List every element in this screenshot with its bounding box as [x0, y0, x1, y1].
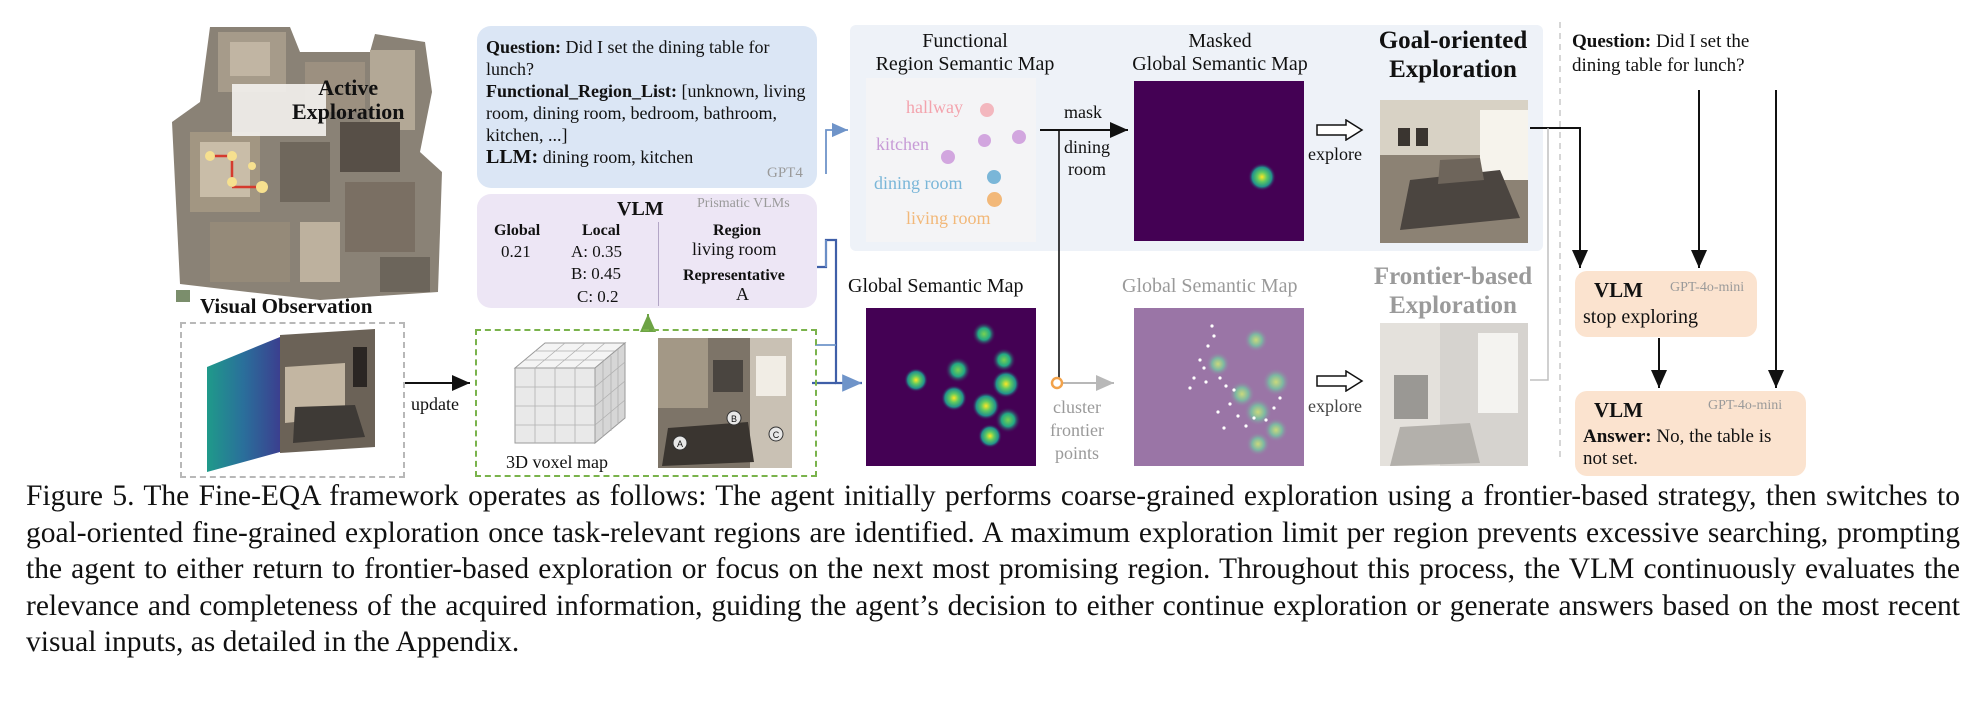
representative-value: A	[736, 284, 749, 304]
vlm-stop-title: VLM	[1594, 278, 1643, 302]
region-dot-dining	[987, 170, 1001, 184]
visual-observation-label: Visual Observation	[200, 294, 373, 318]
local-label: Local	[582, 222, 621, 239]
region-kitchen: kitchen	[876, 134, 929, 154]
rgb-observation-image: A B C	[658, 338, 792, 468]
vlm-answer-title: VLM	[1594, 398, 1643, 422]
region-living-room: living room	[906, 208, 991, 228]
dining-room-label: dining room	[1064, 137, 1111, 179]
question-label: Question:	[486, 37, 562, 57]
mask-label: mask	[1064, 102, 1102, 122]
global-map-title-faded: Global Semantic Map	[1122, 275, 1298, 297]
voxel-cube	[513, 341, 627, 445]
vlm-score-box	[477, 194, 817, 308]
llm-label: LLM:	[486, 146, 539, 168]
region-label: Region	[713, 222, 761, 239]
goal-oriented-view	[1380, 100, 1528, 243]
region-list-text: [unknown, living room, dining room, bedr…	[486, 81, 806, 145]
point-c-label: C	[773, 430, 780, 440]
region-hallway: hallway	[906, 97, 963, 117]
explore-arrow-bottom	[1316, 370, 1364, 392]
region-value: living room	[692, 239, 777, 259]
explore-label-top: explore	[1308, 144, 1362, 164]
update-label: update	[411, 394, 459, 414]
vlm-stop-box	[1575, 271, 1757, 337]
global-value: 0.21	[501, 242, 531, 261]
vlm-stop-text: stop exploring	[1583, 306, 1698, 328]
voxel-map-label: 3D voxel map	[506, 452, 608, 472]
right-question-label: Question:	[1572, 31, 1652, 52]
answer-text-block: Answer: No, the table is not set.	[1583, 426, 1798, 470]
depth-and-rgb-frames	[207, 329, 375, 472]
global-map-title: Global Semantic Map	[848, 275, 1024, 297]
llm-text: dining room, kitchen	[542, 147, 694, 167]
explore-arrow-top	[1316, 119, 1364, 141]
region-dining-room: dining room	[874, 173, 963, 193]
right-question-text: Did I set the dining table for lunch?	[1572, 31, 1750, 76]
region-dot-kitchen-3	[941, 150, 955, 164]
right-question: Question: Did I set the dining table for…	[1572, 30, 1802, 78]
prismatic-tag: Prismatic VLMs	[697, 196, 790, 211]
point-a-label: A	[677, 439, 683, 449]
region-dot-kitchen-2	[1012, 130, 1026, 144]
gpt4-tag: GPT4	[767, 165, 803, 181]
vlm-answer-box	[1575, 391, 1806, 476]
frontier-heatmap	[1134, 308, 1304, 466]
figure-caption: Figure 5. The Fine-EQA framework operate…	[26, 480, 1960, 658]
region-dot-living	[987, 192, 1002, 207]
local-value-c: C: 0.2	[577, 287, 619, 306]
representative-label: Representative	[683, 267, 785, 284]
visual-observation-box	[180, 322, 405, 478]
vlm-divider	[658, 222, 659, 306]
region-dot-kitchen-1	[978, 134, 991, 147]
goal-oriented-title: Goal-oriented Exploration	[1378, 27, 1528, 83]
local-value-a: A: 0.35	[571, 242, 622, 261]
global-label: Global	[494, 222, 541, 239]
region-list-label: Functional_Region_List:	[486, 81, 678, 101]
vlm-answer-tag: GPT-4o-mini	[1708, 398, 1783, 413]
active-exploration-label: Active Exploration	[292, 75, 405, 124]
region-dot-hallway	[980, 103, 994, 117]
vlm-title: VLM	[617, 198, 664, 220]
frontier-based-title: Frontier-based Exploration	[1373, 263, 1533, 319]
local-value-b: B: 0.45	[571, 264, 622, 283]
global-heatmap	[866, 308, 1036, 466]
masked-heatmap	[1134, 81, 1304, 241]
voxel-map-box	[475, 329, 817, 477]
question-llm-box	[477, 26, 817, 188]
question-llm-text: Question: Did I set the dining table for…	[486, 36, 808, 168]
question-text: Did I set the dining table for lunch?	[486, 37, 770, 79]
masked-map-title: Masked Global Semantic Map	[1132, 30, 1308, 75]
cluster-frontier-label: cluster frontier points	[1050, 397, 1104, 463]
point-b-label: B	[731, 414, 737, 424]
functional-map-title: Functional Region Semantic Map	[875, 30, 1055, 75]
explore-label-bottom: explore	[1308, 396, 1362, 416]
floor-plan-image	[170, 22, 462, 304]
frontier-based-view	[1380, 323, 1528, 466]
answer-text: No, the table is not set.	[1583, 426, 1772, 469]
vlm-stop-tag: GPT-4o-mini	[1670, 280, 1745, 295]
answer-label: Answer:	[1583, 426, 1652, 447]
